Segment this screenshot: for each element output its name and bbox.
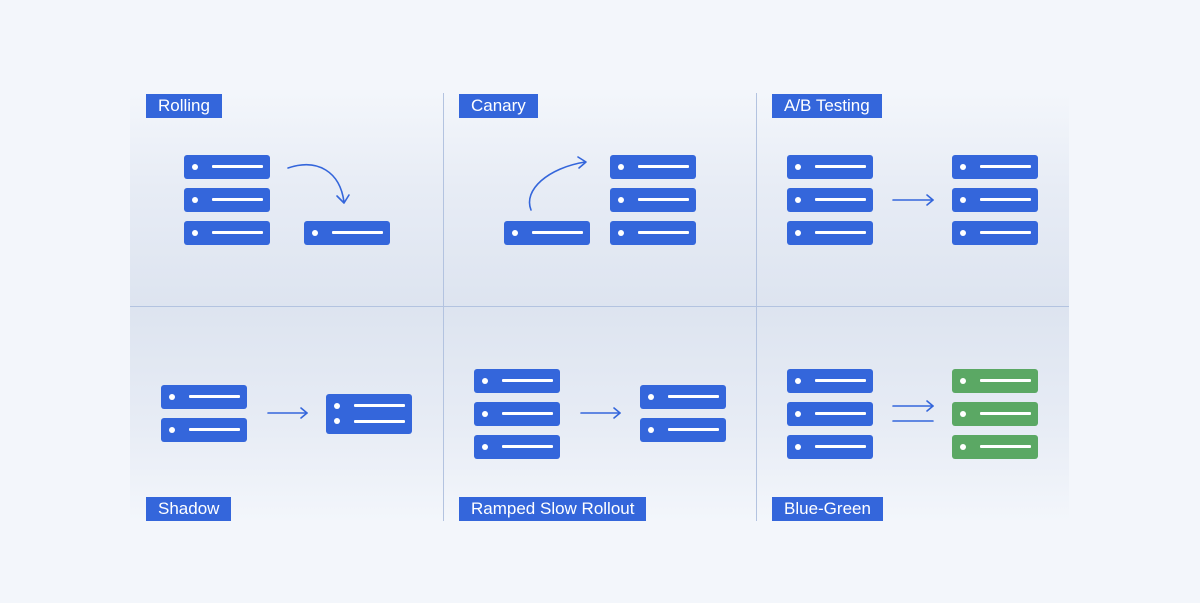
horizontal-divider [130,306,1069,307]
server-icon [787,188,873,212]
server-icon [640,418,726,442]
server-icon [184,155,270,179]
arrow-right-icon [580,407,621,419]
vertical-divider-1 [443,93,444,521]
server-icon [474,402,560,426]
server-icon [304,221,390,245]
server-icon [952,188,1038,212]
server-icon [787,155,873,179]
server-icon [610,155,696,179]
arrow-right-icon [267,407,308,419]
server-icon [952,221,1038,245]
server-icon [161,385,247,409]
server-icon [640,385,726,409]
server-icon [610,188,696,212]
server-icon [787,435,873,459]
server-icon [184,188,270,212]
label-rolling: Rolling [146,94,222,118]
vertical-divider-2 [756,93,757,521]
server-icon [610,221,696,245]
server-icon [184,221,270,245]
arrow-right-icon [528,156,587,211]
server-icon [474,369,560,393]
server-icon [474,435,560,459]
server-icon [161,418,247,442]
server-icon [504,221,590,245]
server-icon [952,435,1038,459]
panel-rolling [130,93,443,307]
label-blue-green: Blue-Green [772,497,883,521]
server-icon [787,369,873,393]
server-icon [952,369,1038,393]
server-icon [952,402,1038,426]
label-ab-testing: A/B Testing [772,94,882,118]
label-ramped-slow-rollout: Ramped Slow Rollout [459,497,647,521]
arrow-right-icon [287,164,350,204]
label-shadow: Shadow [146,497,232,521]
arrow-right-icon [892,194,934,206]
label-canary: Canary [459,94,538,118]
server-icon [787,402,873,426]
server-icon [787,221,873,245]
server-icon [326,394,412,434]
arrow-right-icon [892,400,934,422]
panel-canary [443,93,756,307]
server-icon [952,155,1038,179]
